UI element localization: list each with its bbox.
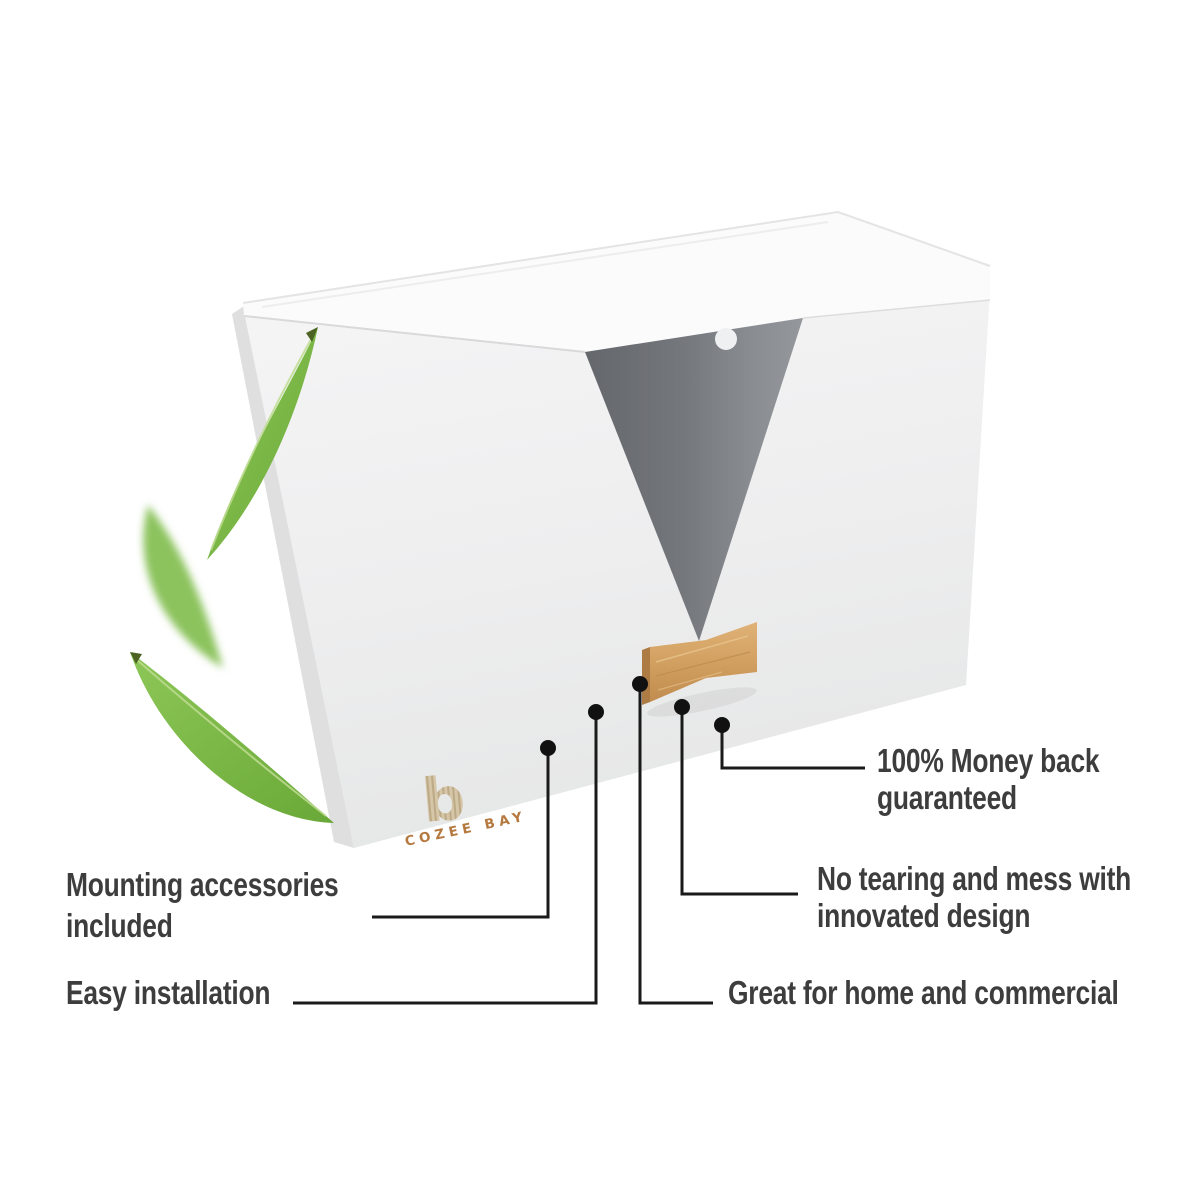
callout-dot-easy [588,704,604,720]
label-no-tearing: No tearing and mess with innovated desig… [817,860,1131,934]
box-lid [243,212,990,352]
label-line: innovated design [817,897,1031,934]
callout-line-easy [293,712,598,1005]
label-great-for-home: Great for home and commercial [728,972,1119,1013]
leaf-middle-icon [143,505,223,668]
label-line: No tearing and mess with [817,860,1132,897]
leaf-bottom-icon [130,652,334,823]
box-front-face [244,290,990,848]
v-opening [585,318,803,641]
callout-lines [293,684,865,1005]
label-money-back: 100% Money back guaranteed [877,742,1100,816]
callout-dots [540,676,730,756]
dispenser-hole [715,328,737,350]
label-line: 100% Money back [877,742,1100,779]
label-mounting-accessories: Mounting accessories included [66,864,339,946]
leaf-top-icon [207,327,318,560]
callout-line-mounting [372,748,550,919]
label-line: Great for home and commercial [728,974,1119,1011]
callout-dot-no-tearing [674,699,690,715]
label-line: Mounting accessories [66,866,339,903]
callout-dot-mounting [540,740,556,756]
label-line: included [66,907,173,944]
callout-line-money-back [720,725,865,770]
label-line: Easy installation [66,974,271,1011]
callout-dot-money-back [714,717,730,733]
label-line: guaranteed [877,779,1017,816]
brand-logo-glyph: b [419,763,468,836]
label-easy-installation: Easy installation [66,972,271,1013]
callout-dot-great [632,676,648,692]
callout-line-great [638,684,713,1005]
callout-line-no-tearing [680,707,798,896]
leaves [130,327,334,823]
